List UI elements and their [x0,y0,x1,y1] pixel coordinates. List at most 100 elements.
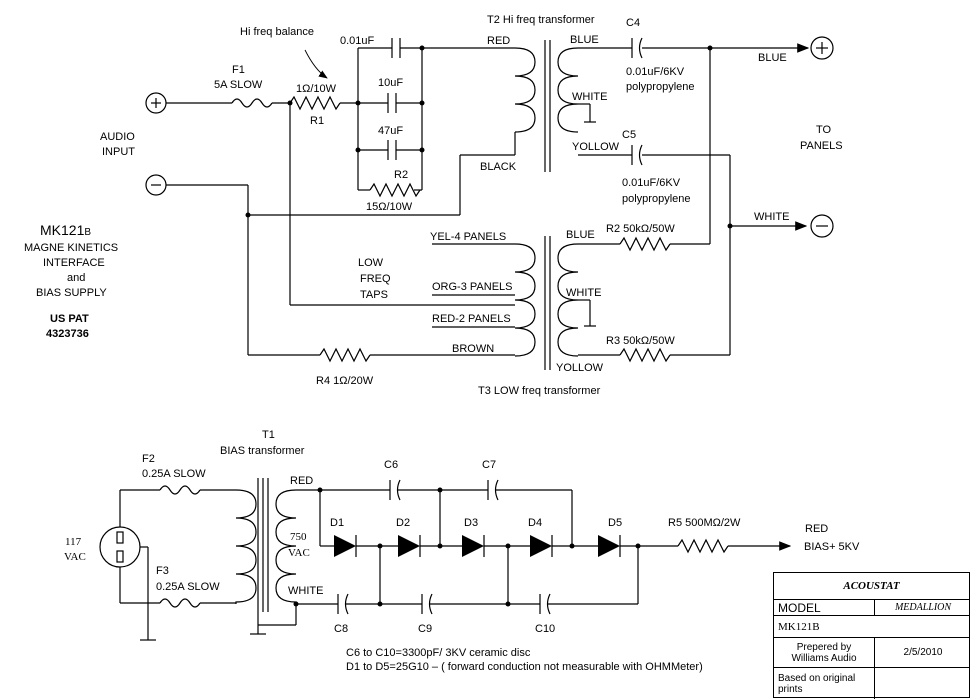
note-caps: C6 to C10=3300pF/ 3KV ceramic disc [346,647,531,659]
c5-type: polypropylene [622,193,691,205]
r1-value: 1Ω/10W [296,83,337,95]
d5-diode-symbol [598,535,621,557]
bias-out-label: BIAS+ 5KV [804,541,860,553]
audio-plus-terminal [145,92,167,114]
d1-label: D1 [330,517,344,529]
r4-resistor-symbol [319,347,371,363]
d3-label: D3 [464,517,478,529]
patent-label: US PAT [50,313,89,325]
org-tap-label: ORG-3 PANELS [432,281,513,293]
d2-diode-symbol [398,535,421,557]
t2-white: WHITE [572,91,607,103]
c5-name: C5 [622,129,636,141]
title-block: ACOUSTAT MODEL MEDALLION MK121B Prepered… [773,572,971,699]
out-plus-terminal [810,36,834,60]
t1-title: BIAS transformer [220,445,305,457]
f3-name: F3 [156,565,169,577]
d3-diode-symbol [462,535,485,557]
t3-yellow: YOLLOW [556,362,604,374]
d4-diode-symbol [530,535,553,557]
t3-title: T3 LOW freq transformer [478,385,601,397]
c9-label: C9 [418,623,432,635]
t3-primary-coil [514,243,536,357]
bias-red-label: RED [805,523,828,535]
based-on: Based on original prints [778,672,856,695]
f1-value: 5A SLOW [214,79,263,91]
bias-section: T1 BIAS transformer F2 0.25A SLOW F3 0.2… [64,429,860,673]
f3-fuse-symbol [159,598,201,608]
brown-label: BROWN [452,343,494,355]
red-tap-label: RED-2 PANELS [432,313,511,325]
audio-input-label: AUDIO [100,131,135,143]
model-suffix: B [84,227,91,238]
f2-fuse-symbol [159,485,201,495]
t3-blue: BLUE [566,229,595,241]
info-line-2: INTERFACE [43,257,105,269]
lf-section: YEL-4 PANELS ORG-3 PANELS RED-2 PANELS L… [248,48,731,397]
blank-cell [874,668,971,699]
v750: 750 [290,531,307,543]
yel-tap-label: YEL-4 PANELS [430,231,506,243]
info-block: MK121B MAGNE KINETICS INTERFACE and BIAS… [24,222,118,340]
f1-fuse-symbol [231,98,273,108]
c-001-label: 0.01uF [340,35,375,47]
low-freq-taps-label: LOW [358,257,384,269]
f3-value: 0.25A SLOW [156,581,220,593]
d2-label: D2 [396,517,410,529]
r5-resistor-symbol [677,538,729,554]
d4-label: D4 [528,517,542,529]
r3-label: R3 50kΩ/50W [606,335,675,347]
info-line-3: and [67,272,85,284]
c10-label: C10 [535,623,555,635]
out-minus-terminal [810,214,834,238]
info-line-4: BIAS SUPPLY [36,287,107,299]
c-10-label: 10uF [378,77,403,89]
t2-primary-coil [514,47,536,133]
t3-secondary-coil [557,243,579,357]
hi-freq-balance-label: Hi freq balance [240,26,314,38]
r2-hf-value: 15Ω/10W [366,201,413,213]
r5-label: R5 500MΩ/2W [668,517,741,529]
c-47-label: 47uF [378,125,403,137]
f1-name: F1 [232,64,245,76]
t2-blue: BLUE [570,34,599,46]
blue-out-label: BLUE [758,52,787,64]
r2-hf-name: R2 [394,169,408,181]
r1-resistor-symbol [289,95,341,111]
c8-label: C8 [334,623,348,635]
low-freq-taps-label-3: TAPS [360,289,388,301]
r2-lf-resistor-symbol [619,236,671,252]
t1-red: RED [290,475,313,487]
company-name: ACOUSTAT [843,580,900,592]
model-name: MK121 [40,222,85,238]
c6-label: C6 [384,459,398,471]
t2-title: T2 Hi freq transformer [487,14,595,26]
note-diodes: D1 to D5=25G10 – ( forward conduction no… [346,661,703,673]
to-panels-label-2: PANELS [800,140,843,152]
r3-resistor-symbol [619,347,671,363]
model-number: MK121B [778,620,820,633]
t1-primary-coil [235,489,257,604]
ac-plug-symbol [99,526,141,568]
vac-117: 117 [65,536,82,548]
t2-yellow: YOLLOW [572,141,620,153]
audio-section: AUDIO INPUT F1 5A SLOW 1Ω/10W R1 Hi freq… [100,14,843,355]
t2-black: BLACK [480,161,517,173]
r1-name: R1 [310,115,324,127]
f2-name: F2 [142,453,155,465]
t1-white: WHITE [288,585,323,597]
t3-white: WHITE [566,287,601,299]
t2-red: RED [487,35,510,47]
white-out-label: WHITE [754,211,789,223]
v750-unit: VAC [288,547,310,559]
to-panels-label: TO [816,124,832,136]
c4-value: 0.01uF/6KV [626,66,685,78]
r4-label: R4 1Ω/20W [316,375,374,387]
patent-number: 4323736 [46,328,89,340]
model-label: MODEL [778,600,821,615]
f2-value: 0.25A SLOW [142,468,206,480]
date: 2/5/2010 [874,638,971,667]
d1-diode-symbol [334,535,357,557]
c4-type: polypropylene [626,81,695,93]
